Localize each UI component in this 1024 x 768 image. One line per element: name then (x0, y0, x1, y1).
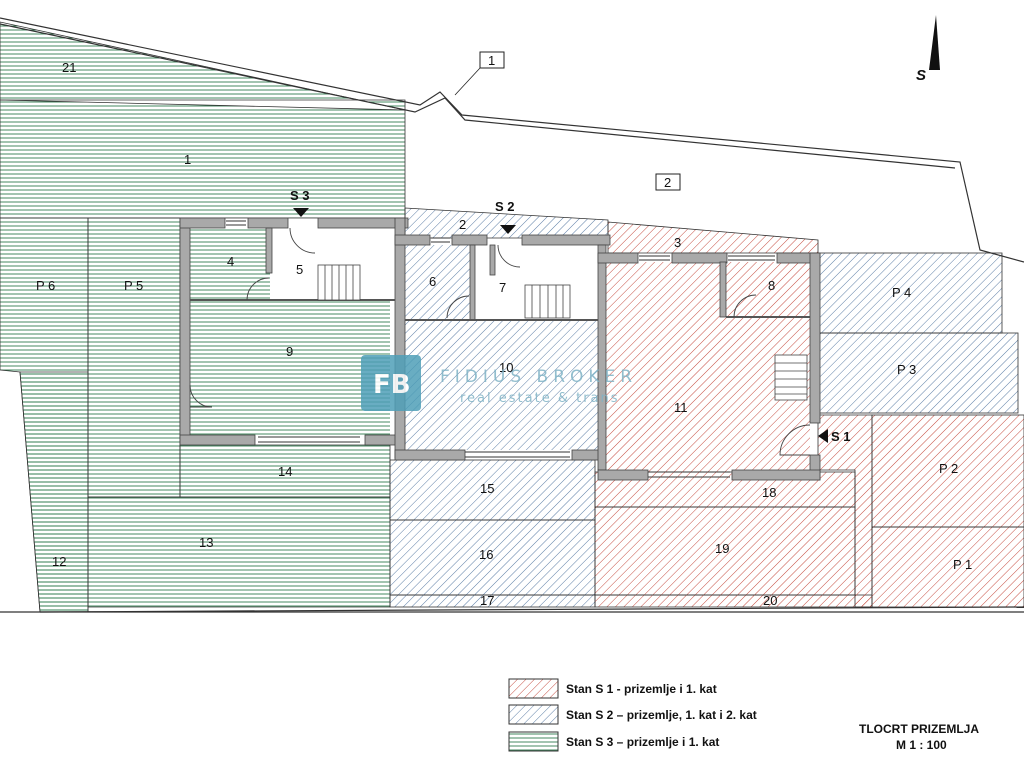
area-3 (607, 221, 819, 254)
north-label: S (916, 67, 926, 84)
area-13 (87, 496, 391, 608)
watermark: FB FIDIUS BROKER real estate & trans (361, 355, 637, 411)
area-p5 (87, 217, 181, 498)
area-1 (0, 99, 406, 219)
watermark-line1: FIDIUS BROKER (440, 367, 637, 387)
label-19: 19 (715, 541, 729, 556)
room-9 (190, 300, 390, 435)
area-19 (594, 506, 856, 596)
area-p4 (817, 252, 1003, 334)
unit-s2-zones (389, 207, 1019, 608)
legend-swatch-s3 (508, 731, 559, 752)
entrance-s2-label: S 2 (495, 199, 515, 214)
area-12 (19, 371, 89, 613)
label-15: 15 (480, 481, 494, 496)
legend-swatch-s1 (508, 678, 559, 699)
label-p1: P 1 (953, 557, 972, 572)
label-9: 9 (286, 344, 293, 359)
legend-label-s2: Stan S 2 – prizemlje, 1. kat i 2. kat (566, 708, 757, 722)
entrance-s3-marker (293, 208, 309, 217)
area-p3 (817, 332, 1019, 414)
label-17: 17 (480, 593, 494, 608)
label-3: 3 (674, 235, 681, 250)
legend-swatch-s2 (508, 704, 559, 725)
label-p5: P 5 (124, 278, 143, 293)
callout-1: 1 (454, 51, 505, 96)
label-5: 5 (296, 262, 303, 277)
label-6: 6 (429, 274, 436, 289)
label-16: 16 (479, 547, 493, 562)
stairs (317, 264, 808, 401)
area-15 (389, 459, 596, 521)
area-16 (389, 519, 596, 596)
room-6 (402, 245, 474, 320)
entrance-s2-marker (500, 225, 516, 234)
area-p1 (871, 526, 1024, 608)
callout-label: 1 (488, 53, 495, 68)
label-4: 4 (227, 254, 234, 269)
label-p6: P 6 (36, 278, 55, 293)
label-10: 10 (499, 360, 513, 375)
legend-label-s3: Stan S 3 – prizemlje i 1. kat (566, 735, 719, 749)
area-20 (594, 594, 873, 608)
doors (189, 227, 811, 456)
drawing-title: TLOCRT PRIZEMLJA M 1 : 100 (859, 722, 979, 752)
label-p3: P 3 (897, 362, 916, 377)
unit-s1-zones (594, 221, 1024, 608)
label-p4: P 4 (892, 285, 911, 300)
label-8: 8 (768, 278, 775, 293)
label-13: 13 (199, 535, 213, 550)
label-p2: P 2 (939, 461, 958, 476)
title-line2: M 1 : 100 (896, 738, 947, 752)
legend: Stan S 1 - prizemlje i 1. kat Stan S 2 –… (508, 678, 757, 752)
north-arrow-icon: S (916, 15, 940, 84)
label-20: 20 (763, 593, 777, 608)
windows (226, 220, 775, 478)
entrance-s1-marker (818, 429, 828, 443)
label-2b: 2 (459, 217, 466, 232)
label-1: 1 (184, 152, 191, 167)
watermark-logo-box (361, 355, 421, 411)
label-21: 21 (62, 60, 76, 75)
label-18: 18 (762, 485, 776, 500)
label-14: 14 (278, 464, 292, 479)
room-10 (402, 320, 598, 450)
entrance-s1-label: S 1 (831, 429, 851, 444)
label-7: 7 (499, 280, 506, 295)
label-11: 11 (674, 400, 688, 415)
label-2: 2 (664, 175, 671, 190)
legend-label-s1: Stan S 1 - prizemlje i 1. kat (566, 682, 717, 696)
area-p2 (871, 414, 1024, 528)
room-4 (190, 228, 270, 300)
area-labels: 21 1 2 2 3 4 5 6 7 8 9 10 11 12 13 14 15… (36, 60, 972, 608)
unit-s3-zones (0, 21, 406, 613)
label-12: 12 (52, 554, 66, 569)
watermark-logo-text: FB (373, 370, 411, 400)
title-line1: TLOCRT PRIZEMLJA (859, 722, 979, 736)
entrance-s3-label: S 3 (290, 188, 310, 203)
plot-outline (0, 17, 1024, 613)
building-walls (179, 217, 821, 481)
watermark-line2: real estate & trans (460, 391, 620, 406)
